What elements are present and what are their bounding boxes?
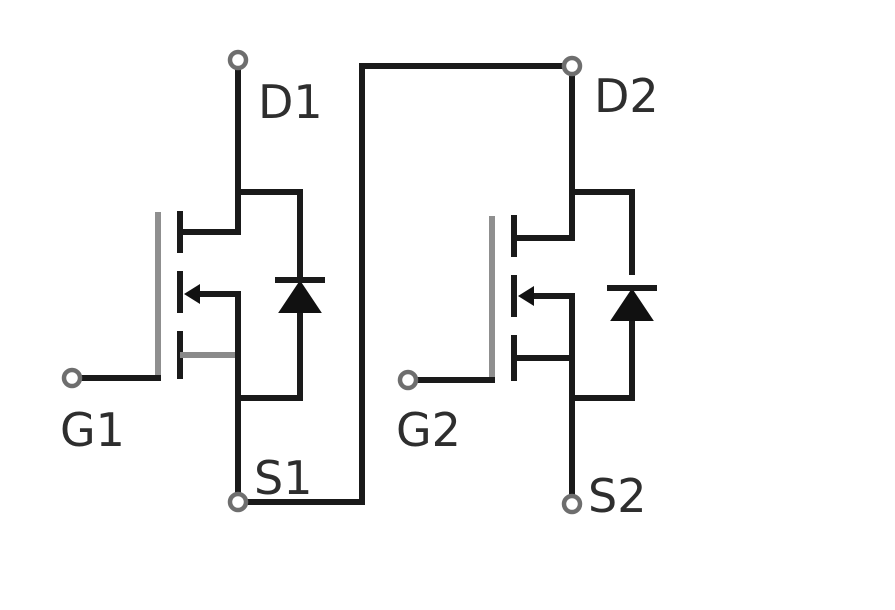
pin-label-g2: G2 [396,403,461,457]
pin-label-s2: S2 [588,469,646,523]
body-diode-2-icon [607,285,657,321]
terminal-s2 [561,493,583,515]
terminal-d2 [561,55,583,77]
terminal-g1 [61,367,83,389]
body-2-arrow-icon [518,286,534,306]
terminal-g2 [397,369,419,391]
body-1-arrow-icon [184,284,200,304]
pin-label-d1: D1 [258,75,323,129]
pin-label-d2: D2 [594,69,659,123]
body-diode-1-icon [275,277,325,313]
mosfet-2 [411,63,657,503]
pin-label-g1: G1 [60,403,125,457]
pin-label-s1: S1 [254,451,312,505]
s1-to-d2-link [237,63,573,505]
mosfet-1 [75,59,325,503]
terminal-s1 [227,491,249,513]
terminal-d1 [227,49,249,71]
